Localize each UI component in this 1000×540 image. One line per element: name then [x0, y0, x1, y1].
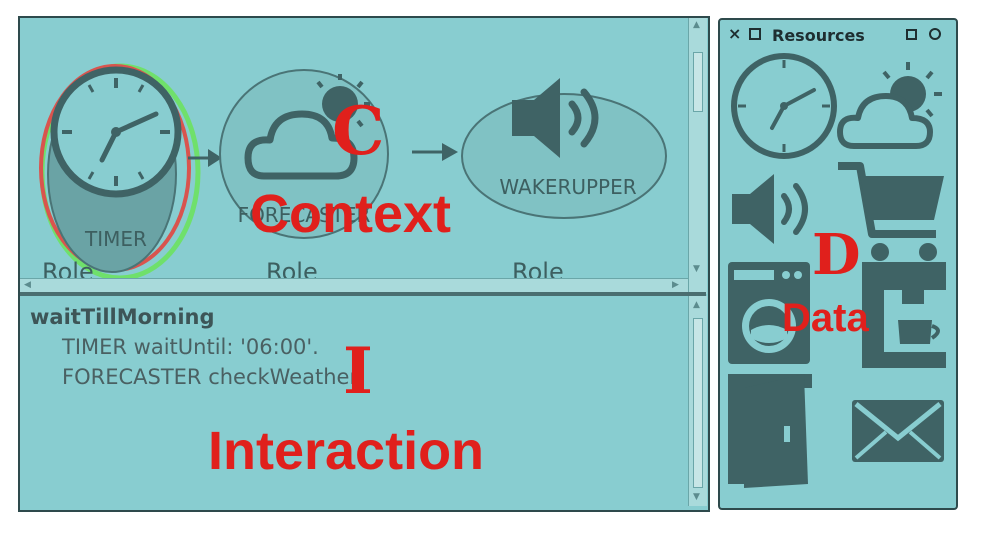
- wakerupper-role-ellipse: [461, 93, 667, 219]
- role-label-timer: Role: [42, 258, 94, 278]
- scroll-left-arrow-icon[interactable]: ◀: [24, 280, 31, 290]
- scroll-down-arrow-icon[interactable]: ▼: [693, 264, 700, 274]
- forecaster-role-name: FORECASTER: [238, 203, 371, 227]
- scroll-down-arrow-icon[interactable]: ▼: [693, 492, 700, 502]
- resources-title: Resources: [772, 26, 865, 45]
- context-vertical-scrollbar[interactable]: ▲ ▼: [688, 18, 707, 294]
- interaction-code-editor[interactable]: waitTillMorning TIMER waitUntil: '06:00'…: [30, 302, 363, 392]
- close-icon[interactable]: ×: [728, 24, 742, 43]
- wakerupper-role-node[interactable]: WAKERUPPER: [461, 78, 667, 219]
- interaction-overlay-word: Interaction: [208, 421, 485, 481]
- data-overlay-letter: D: [812, 222, 861, 288]
- menu-icon[interactable]: [749, 28, 761, 40]
- arrow-timer-forecaster: [188, 149, 222, 167]
- interaction-vertical-scrollbar[interactable]: ▲ ▼: [688, 296, 707, 506]
- window-menu-icon[interactable]: [929, 28, 941, 40]
- door-icon[interactable]: [728, 374, 812, 488]
- role-label-wakerupper: Role: [512, 258, 564, 278]
- resources-icon-palette: [728, 53, 946, 488]
- washing-machine-icon[interactable]: [728, 262, 810, 364]
- arrow-forecaster-wakerupper: [412, 143, 458, 161]
- speaker-icon: [512, 78, 599, 158]
- speaker-icon[interactable]: [732, 174, 808, 244]
- code-line-1: TIMER waitUntil: '06:00'.: [62, 335, 319, 359]
- scroll-up-arrow-icon[interactable]: ▲: [693, 300, 700, 310]
- method-name: waitTillMorning: [30, 305, 215, 329]
- forecaster-role-node[interactable]: FORECASTER: [219, 69, 389, 239]
- context-overlay-word: Context: [250, 184, 451, 244]
- clock-icon: [50, 66, 182, 198]
- weather-icon[interactable]: [837, 62, 942, 149]
- envelope-icon[interactable]: [852, 400, 944, 462]
- clock-icon[interactable]: [731, 53, 837, 159]
- role-label-forecaster: Role: [266, 258, 318, 278]
- context-overlay-letter: C: [332, 92, 385, 170]
- wakerupper-role-name: WAKERUPPER: [499, 175, 636, 199]
- interaction-vertical-scroll-thumb[interactable]: [693, 318, 703, 488]
- pane-splitter[interactable]: [20, 292, 706, 296]
- interaction-overlay-letter: I: [343, 334, 373, 409]
- scroll-right-arrow-icon[interactable]: ▶: [672, 280, 679, 290]
- collapse-icon[interactable]: [906, 29, 917, 40]
- timer-role-name: TIMER: [84, 227, 147, 251]
- data-overlay-word: Data: [782, 296, 869, 340]
- coffee-machine-icon[interactable]: [862, 262, 946, 368]
- weather-icon: [244, 74, 370, 180]
- shopping-cart-icon[interactable]: [838, 162, 944, 261]
- code-line-2: FORECASTER checkWeather.: [62, 365, 363, 389]
- timer-role-node[interactable]: TIMER: [39, 63, 201, 278]
- context-pane[interactable]: TIMER FORECASTER: [20, 18, 688, 278]
- role-diagram: TIMER FORECASTER: [39, 63, 667, 278]
- scroll-up-arrow-icon[interactable]: ▲: [693, 20, 700, 30]
- context-vertical-scroll-thumb[interactable]: [693, 52, 703, 112]
